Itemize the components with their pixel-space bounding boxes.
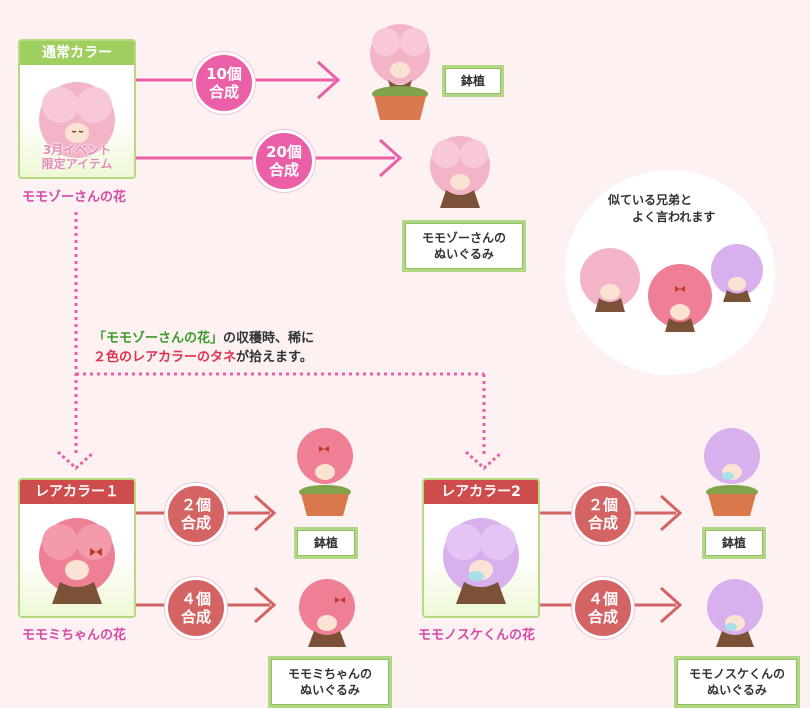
synth-r2-2-badge: ２個 合成	[572, 483, 634, 545]
plush-pink-flower-icon	[430, 136, 490, 208]
bubble-text: 似ている兄弟と よく言われます	[608, 193, 716, 224]
potted-coral-flower-icon	[297, 428, 353, 516]
coral-flower-icon	[39, 518, 115, 604]
plush-lavender-flower-icon	[707, 579, 763, 647]
synth-20-badge: 20個 合成	[253, 130, 315, 192]
synth-r1-4-badge: ４個 合成	[165, 577, 227, 639]
result-pot-normal: 鉢植	[442, 65, 504, 97]
rare2-card: レアカラー2	[422, 478, 540, 618]
rare2-flower-name: モモノスケくんの花	[418, 628, 536, 643]
arrow-head-10	[316, 60, 341, 100]
result-plush-normal: モモゾーさんの ぬいぐるみ	[402, 220, 526, 272]
arrow-head-20	[378, 138, 403, 178]
rare2-card-header: レアカラー2	[424, 480, 538, 504]
synth-r2-4-badge: ４個 合成	[572, 577, 634, 639]
event-label: 3月イベント 限定アイテム	[41, 143, 113, 171]
result-pot-r1: 鉢植	[294, 527, 358, 559]
synth-10-badge: 10個 合成	[193, 52, 255, 114]
dotted-arrow-head-left	[57, 450, 95, 471]
arrow-head-r2-2	[659, 494, 683, 532]
dotted-arrow-head-right	[465, 450, 503, 471]
synth-r1-2-badge: ２個 合成	[165, 483, 227, 545]
sibling-flowers-icon	[580, 244, 763, 332]
potted-pink-flower-icon	[370, 24, 430, 120]
lavender-flower-icon	[443, 518, 519, 604]
normal-card-header: 通常カラー	[20, 41, 134, 65]
result-plush-r1: モモミちゃんの ぬいぐるみ	[268, 656, 392, 708]
arrow-head-r1-2	[253, 494, 277, 532]
rare-seed-note: 「モモゾーさんの花」の収穫時、稀に ２色のレアカラーのタネが拾えます。	[93, 331, 315, 365]
rare1-card-header: レアカラー１	[20, 480, 134, 504]
normal-color-card: 通常カラー 3月イベント 限定アイテム	[18, 39, 136, 179]
plush-coral-flower-icon	[299, 579, 355, 647]
rare1-flower-name: モモミちゃんの花	[22, 628, 127, 643]
result-plush-r2: モモノスケくんの ぬいぐるみ	[674, 656, 800, 708]
rare1-card: レアカラー１	[18, 478, 136, 618]
result-pot-r2: 鉢植	[702, 527, 766, 559]
arrow-head-r2-4	[659, 586, 683, 624]
normal-flower-name: モモゾーさんの花	[22, 190, 127, 205]
pink-flower-icon	[39, 82, 115, 158]
arrow-head-r1-4	[253, 586, 277, 624]
potted-lavender-flower-icon	[704, 428, 760, 516]
